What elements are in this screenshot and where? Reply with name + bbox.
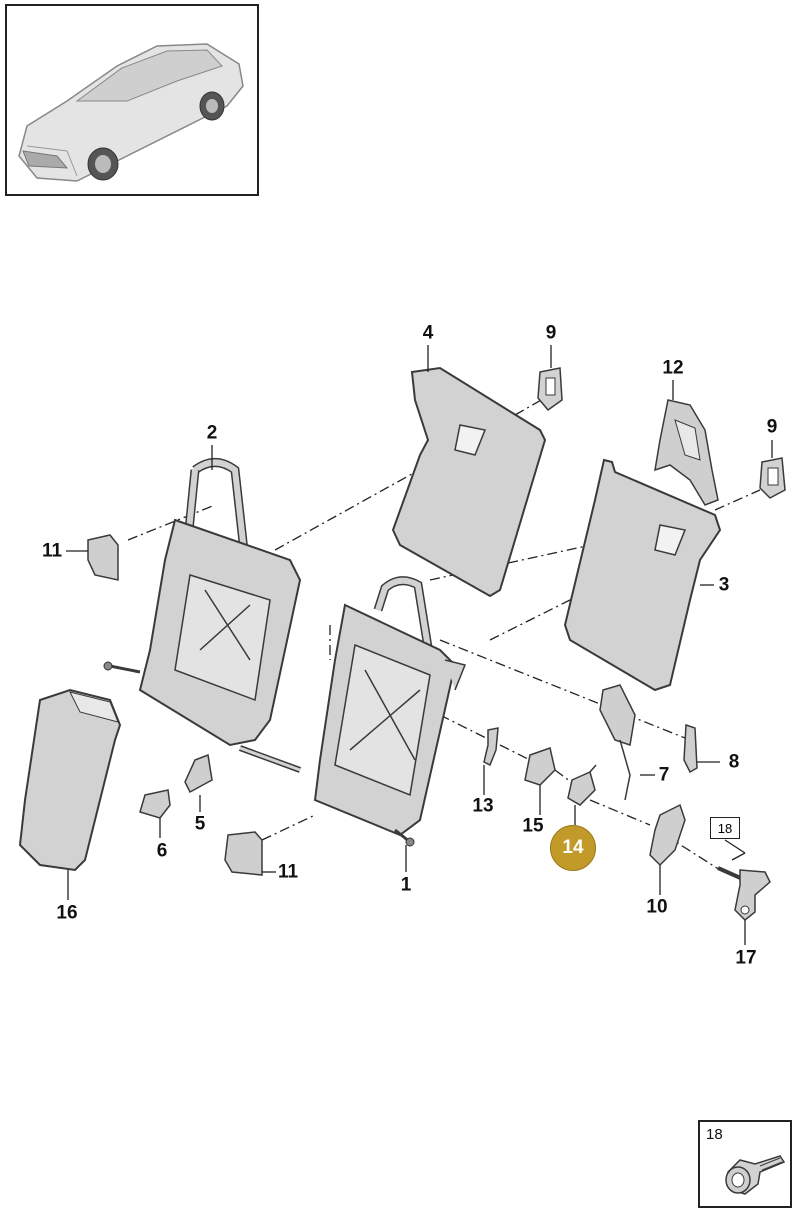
callout-11-lower: 11 xyxy=(277,861,299,883)
callout-12: 12 xyxy=(662,357,684,379)
part-6-clip xyxy=(139,789,171,819)
part-9-bracket-top xyxy=(537,367,563,412)
car-illustration xyxy=(18,43,244,182)
bolt-icon xyxy=(725,1155,786,1195)
callout-1: 1 xyxy=(400,874,412,896)
part-10-bracket xyxy=(649,803,686,867)
detail-box-18: 18 xyxy=(698,1120,792,1208)
part-5-hinge xyxy=(184,753,213,794)
detail-box-label: 18 xyxy=(706,1126,723,1143)
vehicle-thumbnail xyxy=(5,4,259,196)
callout-7: 7 xyxy=(658,764,670,786)
callout-3: 3 xyxy=(718,574,730,596)
callout-17: 17 xyxy=(735,947,757,969)
callout-9-right: 9 xyxy=(766,416,778,438)
callout-14-highlighted[interactable]: 14 xyxy=(550,825,596,871)
callout-11-upper: 11 xyxy=(41,540,63,562)
callout-6: 6 xyxy=(156,840,168,862)
callout-16: 16 xyxy=(56,902,78,924)
callout-lines xyxy=(66,345,773,945)
callout-9-top: 9 xyxy=(545,322,557,344)
part-14-release xyxy=(567,764,597,806)
part-11-cap-lower xyxy=(224,831,263,876)
part-2-seat-frame-left xyxy=(103,458,302,773)
callout-10: 10 xyxy=(646,896,668,918)
reference-box-18: 18 xyxy=(710,817,740,839)
callout-5: 5 xyxy=(194,813,206,835)
part-4-trim-panel xyxy=(391,366,547,598)
callout-13: 13 xyxy=(472,795,494,817)
part-11-cap-upper xyxy=(87,534,119,581)
part-9-bracket-right xyxy=(759,457,786,499)
callout-8: 8 xyxy=(728,751,740,773)
part-7-lock-mechanism xyxy=(599,684,636,801)
callout-15: 15 xyxy=(522,815,544,837)
part-1-seat-frame-right xyxy=(313,576,467,847)
callout-2: 2 xyxy=(206,422,218,444)
part-13-bracket xyxy=(483,727,499,767)
part-3-trim-panel xyxy=(563,458,722,692)
part-16-armrest xyxy=(18,688,122,872)
part-17-hinge-pin xyxy=(717,866,771,922)
part-15-latch xyxy=(524,747,556,786)
callout-4: 4 xyxy=(422,322,434,344)
part-12-side-cover xyxy=(654,399,719,506)
part-8-hook xyxy=(683,723,698,774)
